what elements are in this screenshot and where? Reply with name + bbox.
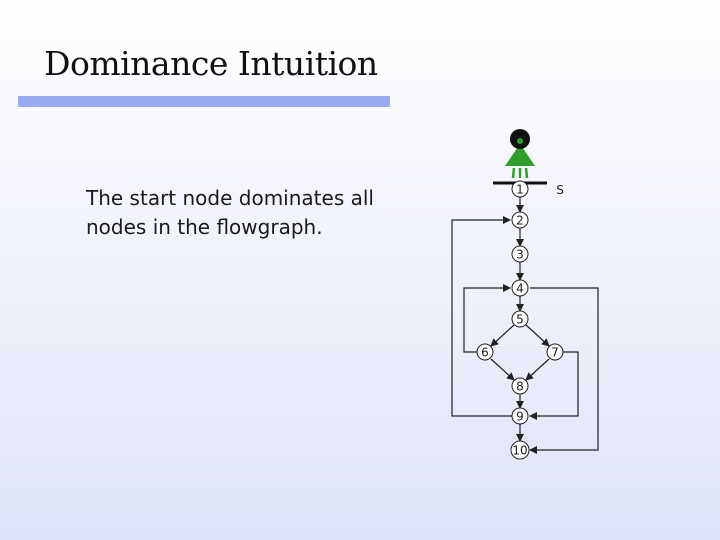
edge-5-6	[490, 324, 515, 347]
graph-edges	[451, 197, 599, 454]
graph-node: 5	[511, 310, 529, 328]
body-text-line-1: The start node dominates all	[86, 186, 374, 210]
start-figure-icon	[493, 129, 547, 185]
graph-node: 9	[511, 407, 529, 425]
node-label: 5	[516, 313, 524, 327]
node-label: 6	[481, 346, 489, 360]
node-label: 1	[516, 183, 524, 197]
node-label: 10	[512, 444, 527, 458]
edge-4-10	[529, 287, 599, 454]
edge-7-8	[525, 358, 550, 381]
figure-body	[505, 144, 535, 166]
node-label: 9	[516, 410, 524, 424]
edge-6-8	[490, 358, 515, 381]
graph-node: 2	[511, 211, 529, 229]
figure-face	[517, 138, 523, 144]
graph-nodes: 1 2 3 4 5 6 7 8	[476, 180, 564, 460]
graph-node: 1	[511, 180, 529, 198]
edge-6-4-back	[463, 284, 511, 353]
body-text: The start node dominates all nodes in th…	[86, 184, 416, 242]
figure-leg-right	[524, 167, 529, 179]
graph-node: 10	[510, 440, 530, 460]
slide-title: Dominance Intuition	[44, 44, 378, 83]
graph-node: 8	[511, 377, 529, 395]
node-label: 7	[551, 346, 559, 360]
node-label: 2	[516, 214, 524, 228]
graph-node: 3	[511, 245, 529, 263]
edge-9-2-back	[451, 216, 512, 417]
node-label: 8	[516, 380, 524, 394]
edge-7-9	[529, 351, 579, 420]
edge-5-7	[525, 324, 550, 347]
graph-node: 7	[546, 343, 564, 361]
node-label: 4	[516, 282, 524, 296]
graph-node: 6	[476, 343, 494, 361]
node-label: 3	[516, 248, 524, 262]
start-node-label: S	[556, 183, 564, 197]
title-underline	[18, 96, 390, 107]
body-text-line-2: nodes in the flowgraph.	[86, 215, 323, 239]
figure-leg-left	[511, 167, 516, 179]
graph-node: 4	[511, 279, 529, 297]
